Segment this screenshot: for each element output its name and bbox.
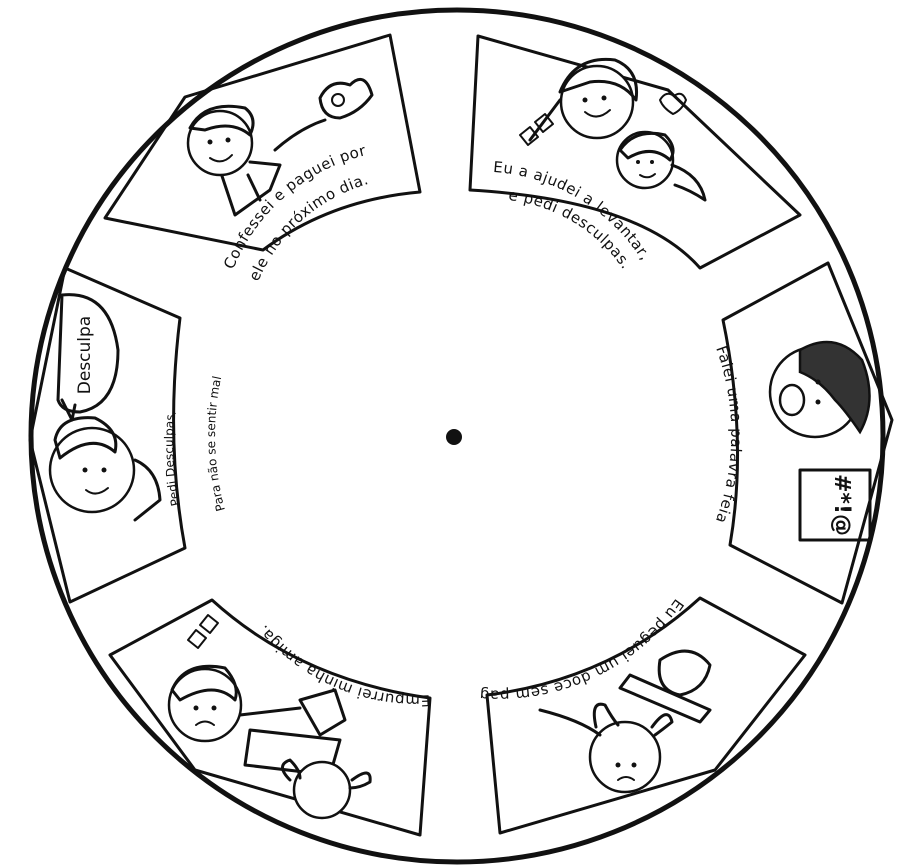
speech-bubble-text: Desculpa (75, 316, 95, 394)
center-pivot-dot (446, 429, 462, 445)
bad-word-symbols: #*!@ (829, 474, 854, 536)
